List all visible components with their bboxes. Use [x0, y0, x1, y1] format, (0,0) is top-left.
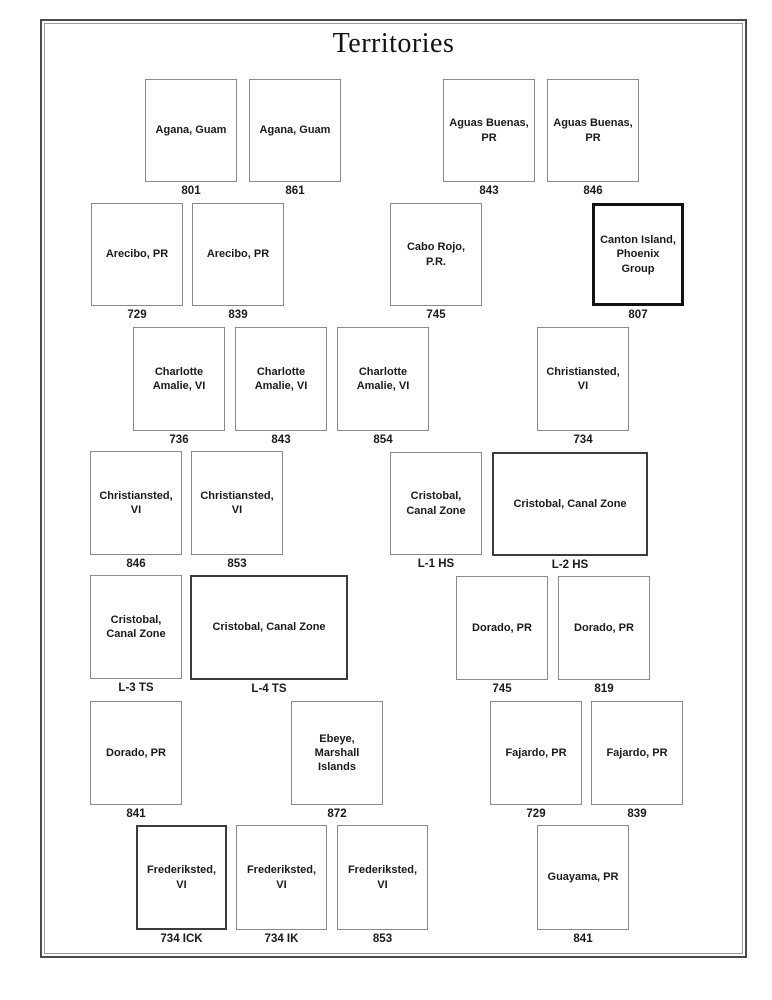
territory-label: Frederiksted, VI	[146, 864, 217, 891]
territory-box-cristobal-l3ts: Cristobal, Canal Zone	[90, 575, 182, 679]
territory-number: 807	[628, 309, 648, 321]
territory-number: 841	[126, 808, 146, 820]
territory-number: L-1 HS	[417, 558, 455, 570]
territory-label: Cristobal, Canal Zone	[406, 490, 466, 517]
territory-box-canton-island-807: Canton Island, Phoenix Group	[592, 203, 684, 306]
territory-number: 853	[372, 933, 393, 945]
territory-box-fajardo-839: Fajardo, PR	[591, 701, 683, 805]
territory-box-arecibo-729: Arecibo, PR	[91, 203, 183, 306]
territory-box-guayama-841: Guayama, PR	[537, 825, 629, 930]
territory-box-christiansted-853: Christiansted, VI	[191, 451, 283, 555]
territory-label: Dorado, PR	[472, 621, 532, 634]
territory-label: Ebeye, Marshall Islands	[314, 732, 360, 774]
territory-box-dorado-745: Dorado, PR	[456, 576, 548, 680]
territory-box-ebeye-872: Ebeye, Marshall Islands	[291, 701, 383, 805]
territory-box-charlotte-amalie-854: Charlotte Amalie, VI	[337, 327, 429, 431]
territory-label: Frederiksted, VI	[347, 864, 418, 891]
territory-number: L-3 TS	[118, 682, 154, 694]
territory-label: Agana, Guam	[155, 124, 227, 137]
territory-number: 846	[126, 558, 146, 570]
territory-number: L-2 HS	[551, 559, 589, 571]
territory-number: 846	[583, 185, 603, 197]
territory-label: Fajardo, PR	[606, 746, 668, 759]
territory-label: Arecibo, PR	[206, 248, 270, 261]
territory-box-christiansted-734: Christiansted, VI	[537, 327, 629, 431]
territory-box-charlotte-amalie-843: Charlotte Amalie, VI	[235, 327, 327, 431]
territory-label: Guayama, PR	[547, 871, 619, 884]
territory-box-dorado-819: Dorado, PR	[558, 576, 650, 680]
territory-box-fajardo-729: Fajardo, PR	[490, 701, 582, 805]
territory-number: 729	[127, 309, 147, 321]
territory-label: Christiansted, VI	[99, 489, 173, 516]
territory-label: Cristobal, Canal Zone	[513, 497, 627, 510]
territory-number: 734 IK	[264, 933, 299, 945]
territory-number: 843	[479, 185, 499, 197]
territory-number: 854	[373, 434, 393, 446]
territory-label: Christiansted, VI	[546, 365, 620, 392]
territory-box-aguas-buenas-843: Aguas Buenas, PR	[443, 79, 535, 182]
territory-label: Christiansted, VI	[200, 489, 274, 516]
territory-label: Cristobal, Canal Zone	[106, 613, 166, 640]
territory-box-cristobal-l4ts: Cristobal, Canal Zone	[190, 575, 348, 680]
territory-number: 734	[573, 434, 593, 446]
territory-box-frederiksted-853: Frederiksted, VI	[337, 825, 428, 930]
territory-number: 729	[526, 808, 546, 820]
territory-number: 819	[594, 683, 614, 695]
territory-number: 872	[327, 808, 347, 820]
territory-label: Charlotte Amalie, VI	[356, 365, 410, 392]
territory-number: 843	[271, 434, 291, 446]
territory-label: Arecibo, PR	[105, 248, 169, 261]
territory-box-christiansted-846: Christiansted, VI	[90, 451, 182, 555]
territory-label: Agana, Guam	[259, 124, 331, 137]
territory-label: Aguas Buenas, PR	[449, 117, 529, 144]
territory-box-agana-861: Agana, Guam	[249, 79, 341, 182]
territory-label: Canton Island, Phoenix Group	[600, 234, 676, 275]
territory-number: 734 ICK	[160, 933, 203, 945]
territory-label: Fajardo, PR	[505, 746, 567, 759]
territory-box-frederiksted-734ick: Frederiksted, VI	[136, 825, 227, 930]
territory-number: 736	[169, 434, 189, 446]
territory-label: Aguas Buenas, PR	[553, 117, 633, 144]
territory-number: 853	[227, 558, 247, 570]
territory-label: Cabo Rojo, P.R.	[406, 241, 466, 268]
territory-label: Dorado, PR	[574, 621, 634, 634]
territory-label: Cristobal, Canal Zone	[212, 621, 326, 634]
territory-number: 861	[285, 185, 305, 197]
territory-box-dorado-841: Dorado, PR	[90, 701, 182, 805]
territory-box-cristobal-l2hs: Cristobal, Canal Zone	[492, 452, 648, 556]
territory-label: Charlotte Amalie, VI	[152, 365, 206, 392]
territory-number: L-4 TS	[251, 683, 287, 695]
territory-box-agana-801: Agana, Guam	[145, 79, 237, 182]
territory-number: 841	[573, 933, 593, 945]
territory-number: 745	[426, 309, 446, 321]
territory-box-cabo-rojo-745: Cabo Rojo, P.R.	[390, 203, 482, 306]
page-title: Territories	[332, 28, 455, 59]
territory-label: Dorado, PR	[106, 746, 166, 759]
territory-box-aguas-buenas-846: Aguas Buenas, PR	[547, 79, 639, 182]
territory-number: 839	[228, 309, 248, 321]
territory-number: 839	[627, 808, 647, 820]
territory-number: 801	[181, 185, 201, 197]
territory-label: Charlotte Amalie, VI	[254, 365, 308, 392]
page-border-inner	[44, 23, 743, 954]
territory-number: 745	[492, 683, 512, 695]
territory-box-cristobal-l1hs: Cristobal, Canal Zone	[390, 452, 482, 555]
territory-box-frederiksted-734ik: Frederiksted, VI	[236, 825, 327, 930]
page-border-outer	[40, 19, 747, 958]
territory-box-arecibo-839: Arecibo, PR	[192, 203, 284, 306]
territory-box-charlotte-amalie-736: Charlotte Amalie, VI	[133, 327, 225, 431]
territory-label: Frederiksted, VI	[246, 864, 317, 891]
